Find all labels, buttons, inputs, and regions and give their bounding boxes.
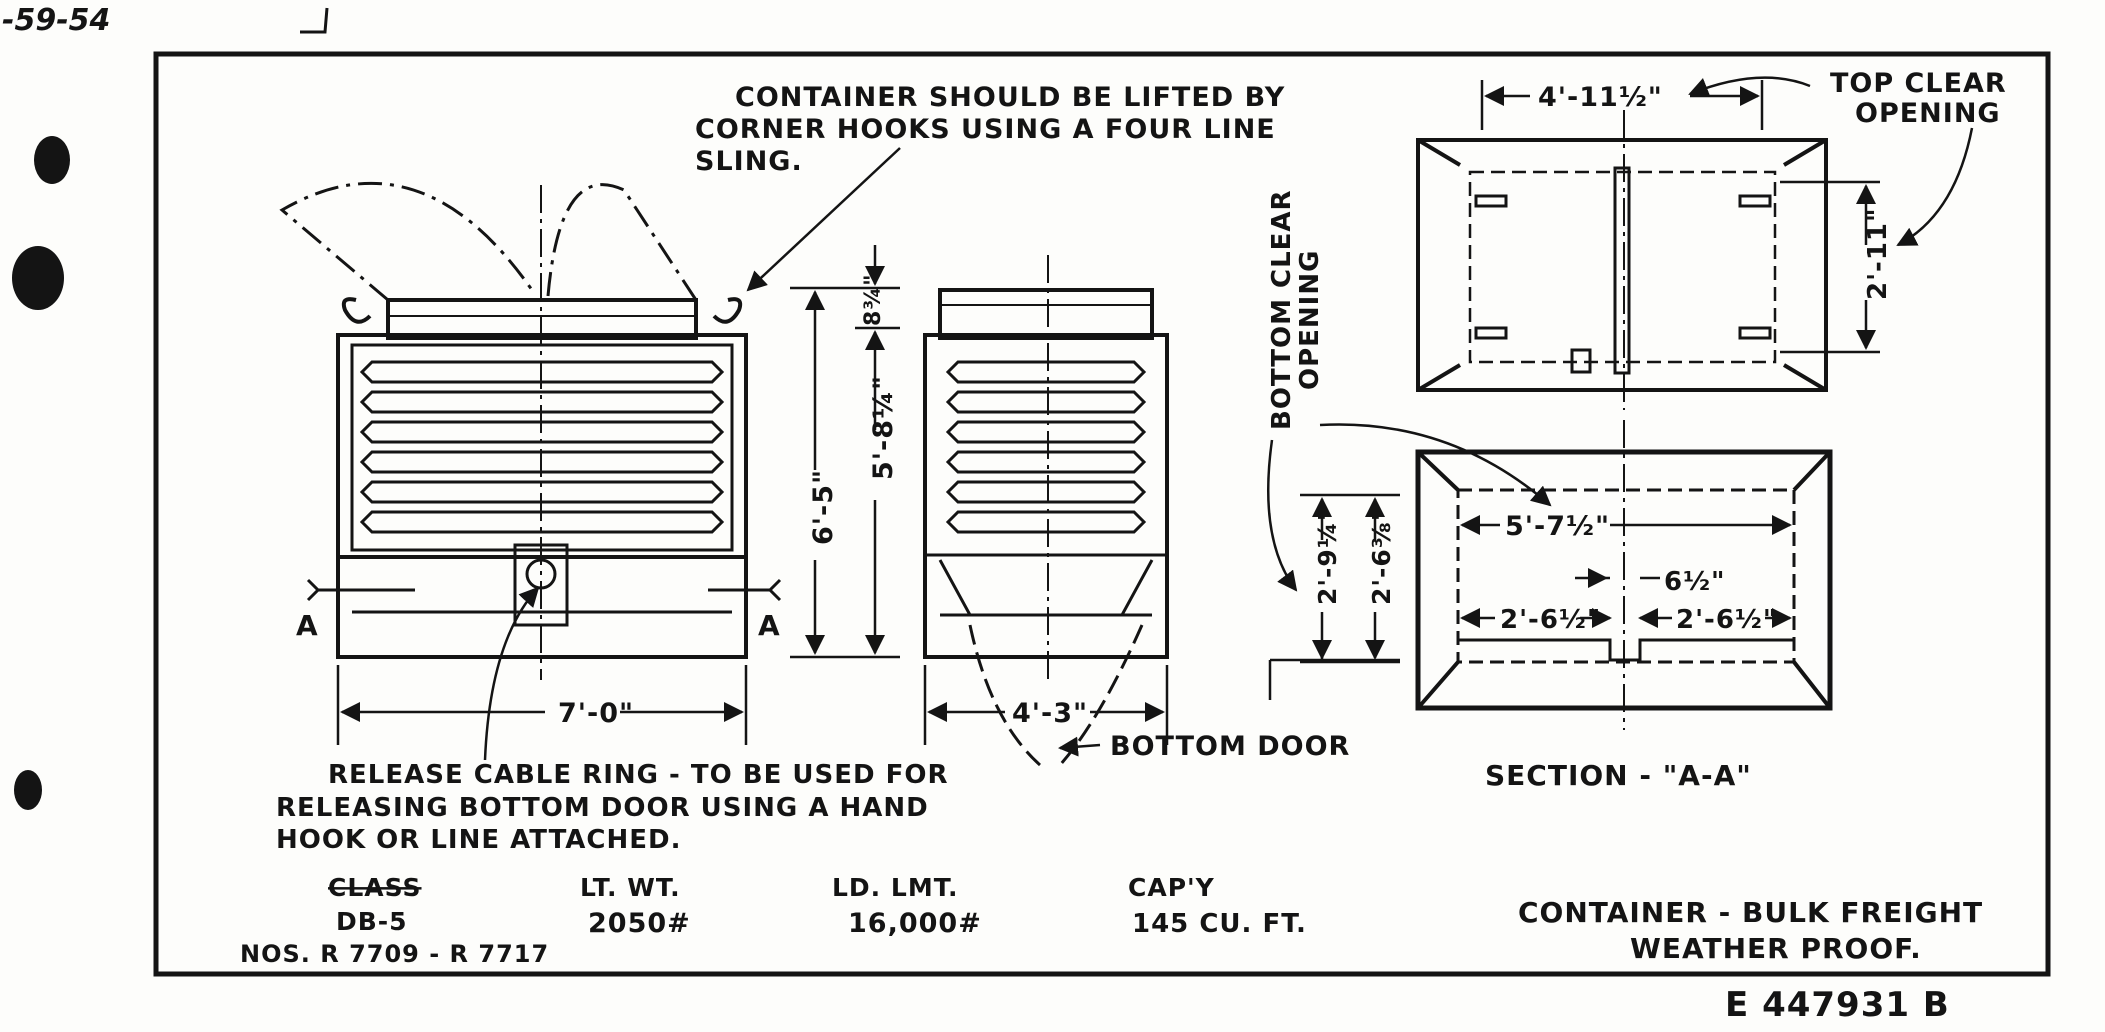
side-corrugations xyxy=(945,360,1147,534)
spec-ld-lmt-label: LD. LMT. xyxy=(832,873,958,902)
top-clear-label-2: OPENING xyxy=(1855,98,2001,129)
title-line-1: CONTAINER - BULK FREIGHT xyxy=(1518,896,1983,929)
section-arrow-right xyxy=(767,578,782,602)
dim-top-clear-depth-label: 2'-11" xyxy=(1863,207,1893,300)
dim-bottom-half-right-label: 2'-6½" xyxy=(1676,605,1777,635)
front-corrugations xyxy=(359,360,725,534)
lift-note-leader xyxy=(746,147,901,292)
section-mark-right: A xyxy=(758,609,781,642)
lid-swing-right xyxy=(546,183,698,301)
side-body-outline xyxy=(923,333,1169,659)
spec-ld-lmt-value: 16,000# xyxy=(848,908,982,939)
front-view xyxy=(279,181,782,680)
corner-hook-left xyxy=(341,297,372,324)
spec-capy-label: CAP'Y xyxy=(1128,873,1215,902)
release-note-line-3: HOOK OR LINE ATTACHED. xyxy=(276,825,682,855)
dim-top-clear xyxy=(1480,76,1974,354)
lid-swing-left xyxy=(279,181,534,302)
release-note-line-2: RELEASING BOTTOM DOOR USING A HAND xyxy=(276,793,929,823)
top-clear-opening xyxy=(1468,170,1777,364)
door-seam xyxy=(1458,638,1794,662)
dim-height-total-label: 6'-5" xyxy=(808,469,839,545)
corner-hook-right xyxy=(712,297,743,324)
dim-top-clear-width-label: 4'-11½" xyxy=(1538,82,1663,113)
title-line-2: WEATHER PROOF. xyxy=(1630,932,1922,965)
stain-mark xyxy=(12,246,64,310)
side-top-frame xyxy=(938,288,1154,340)
lift-note-line-3: SLING. xyxy=(695,146,803,177)
dim-bottom-height-inner-label: 2'-6⅜" xyxy=(1367,507,1396,605)
bottom-door-label: BOTTOM DOOR xyxy=(1110,731,1350,762)
bottom-clear-label-2: OPENING xyxy=(1295,250,1325,390)
dim-bottom-height-outer-label: 2'-9¼" xyxy=(1313,507,1342,605)
dim-height-body-label: 5'-8¼" xyxy=(868,375,899,480)
bottom-clear-label-1: BOTTOM CLEAR xyxy=(1267,189,1297,430)
release-note-line-1: RELEASE CABLE RING - TO BE USED FOR xyxy=(328,760,949,790)
dim-bottom-half-left-label: 2'-6½" xyxy=(1500,605,1601,635)
dim-section xyxy=(1267,423,1792,700)
dim-side-width xyxy=(923,665,1169,757)
drawing-number: E 447931 B xyxy=(1725,985,1950,1025)
dim-front-width xyxy=(336,665,748,745)
section-mark-left: A xyxy=(296,609,319,642)
spec-lt-wt-label: LT. WT. xyxy=(580,873,681,902)
spec-capy-value: 145 CU. FT. xyxy=(1132,909,1307,939)
spec-numbers: NOS. R 7709 - R 7717 xyxy=(240,940,549,968)
spec-class-label: CLASS xyxy=(328,873,422,902)
hopper-outline xyxy=(938,559,1154,617)
side-view xyxy=(923,255,1169,767)
dim-height-top-label: 8¾" xyxy=(861,273,886,326)
stain-mark xyxy=(14,770,42,810)
plan-center-bar xyxy=(1613,166,1631,375)
drawing-border xyxy=(153,51,2051,977)
lift-note-line-2: CORNER HOOKS USING A FOUR LINE xyxy=(695,114,1276,145)
plan-outline xyxy=(1416,138,1828,392)
lift-note-line-1: CONTAINER SHOULD BE LIFTED BY xyxy=(735,82,1285,113)
top-plan-view xyxy=(1416,110,1828,410)
dim-bottom-gap-label: 6½" xyxy=(1664,567,1726,597)
dim-side-width-label: 4'-3" xyxy=(1012,698,1088,729)
dim-front-width-label: 7'-0" xyxy=(558,698,634,729)
bottom-door-swing-left xyxy=(968,624,1042,767)
spec-class-value: DB-5 xyxy=(336,907,408,936)
section-a-a-label: SECTION - "A-A" xyxy=(1485,759,1752,792)
corner-mark: -59-54 xyxy=(2,3,110,38)
bottom-clear-opening xyxy=(1456,488,1796,664)
stain-mark xyxy=(34,136,70,184)
section-a-a-view xyxy=(1415,420,1833,730)
release-note-leader xyxy=(483,586,540,761)
section-arrow-left xyxy=(306,578,321,602)
dim-bottom-outer-width-label: 5'-7½" xyxy=(1505,511,1610,542)
spec-lt-wt-value: 2050# xyxy=(588,908,691,939)
dim-heights xyxy=(790,245,900,659)
top-clear-label-1: TOP CLEAR xyxy=(1830,68,2007,99)
corner-bracket xyxy=(300,7,329,34)
